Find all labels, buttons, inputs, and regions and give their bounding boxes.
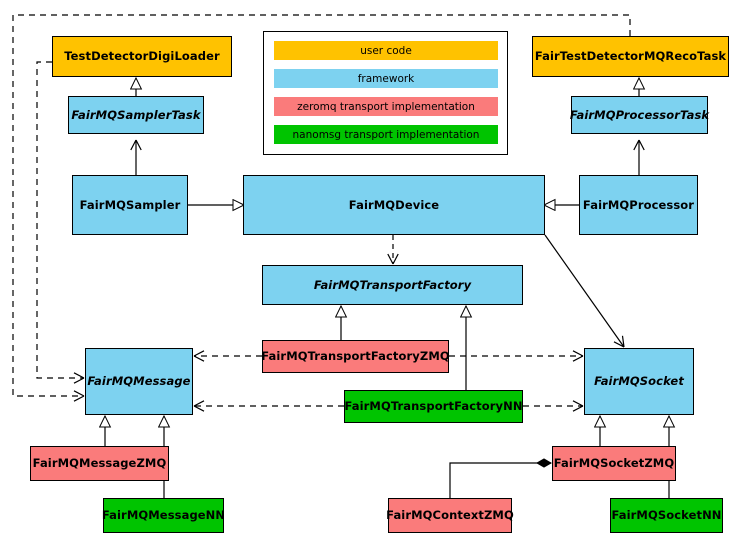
class-box-fairmqmessagezmq[interactable]: FairMQMessageZMQ	[30, 446, 169, 481]
class-box-fairmqsamplertask[interactable]: FairMQSamplerTask	[68, 96, 204, 134]
class-box-fairmqsocketnn[interactable]: FairMQSocketNN	[610, 498, 723, 533]
class-label: FairMQSocket	[594, 374, 684, 389]
class-box-fairmqdevice[interactable]: FairMQDevice	[243, 175, 545, 235]
legend-label: framework	[357, 72, 415, 85]
class-label: FairTestDetectorMQRecoTask	[534, 49, 727, 64]
class-box-testdetectordigiloader[interactable]: TestDetectorDigiLoader	[52, 36, 232, 77]
edge-dependency-digiloader-message	[36, 61, 85, 384]
class-label: FairMQMessage	[87, 374, 191, 389]
class-label: FairMQMessageNN	[101, 508, 226, 523]
class-box-fairmqsocket[interactable]: FairMQSocket	[584, 348, 694, 415]
legend-item-user-code: user code	[274, 41, 498, 60]
class-label: FairMQTransportFactoryZMQ	[261, 349, 450, 364]
class-label: FairMQSocketNN	[611, 508, 722, 523]
legend-panel: user code framework zeromq transport imp…	[263, 31, 508, 155]
edge-composition-contextzmq-socketzmq	[449, 458, 553, 498]
class-label: FairMQProcessor	[582, 197, 695, 212]
class-label: FairMQTransportFactoryNN	[344, 399, 523, 414]
legend-label: nanomsg transport implementation	[292, 128, 480, 141]
class-label: FairMQMessageZMQ	[32, 456, 167, 471]
legend-item-framework: framework	[274, 69, 498, 88]
edge-association-device-socket	[544, 234, 625, 348]
legend-item-zeromq: zeromq transport implementation	[274, 97, 498, 116]
class-box-fairmqmessage[interactable]: FairMQMessage	[85, 348, 193, 415]
class-box-fairmqsocketzmq[interactable]: FairMQSocketZMQ	[552, 446, 676, 481]
class-box-fairmqtransportfactorynn[interactable]: FairMQTransportFactoryNN	[344, 390, 523, 423]
class-label: FairMQSamplerTask	[71, 107, 201, 122]
legend-label: user code	[360, 44, 412, 57]
class-box-fairmqtransportfactory[interactable]: FairMQTransportFactory	[262, 265, 523, 305]
legend-label: zeromq transport implementation	[297, 100, 475, 113]
class-label: FairMQSampler	[79, 197, 181, 212]
legend-item-nanomsg: nanomsg transport implementation	[274, 125, 498, 144]
class-box-fairmqtransportfactoryzmq[interactable]: FairMQTransportFactoryZMQ	[261, 340, 450, 373]
class-label: FairMQProcessorTask	[569, 107, 710, 122]
class-box-fairmqcontextzmq[interactable]: FairMQContextZMQ	[386, 498, 514, 533]
class-box-fairmqmessagenn[interactable]: FairMQMessageNN	[101, 498, 226, 533]
class-label: FairMQDevice	[348, 197, 440, 212]
class-box-fairmqprocessor[interactable]: FairMQProcessor	[579, 175, 698, 235]
class-label: TestDetectorDigiLoader	[64, 49, 220, 64]
class-box-fairtestdetectormqrecotask[interactable]: FairTestDetectorMQRecoTask	[532, 36, 729, 77]
class-label: FairMQSocketZMQ	[553, 456, 675, 471]
class-box-fairmqsampler[interactable]: FairMQSampler	[72, 175, 188, 235]
class-box-fairmqprocessortask[interactable]: FairMQProcessorTask	[569, 96, 710, 134]
edge-dependency-recotask-message	[12, 14, 631, 402]
class-label: FairMQTransportFactory	[313, 277, 472, 292]
class-label: FairMQContextZMQ	[386, 508, 514, 523]
